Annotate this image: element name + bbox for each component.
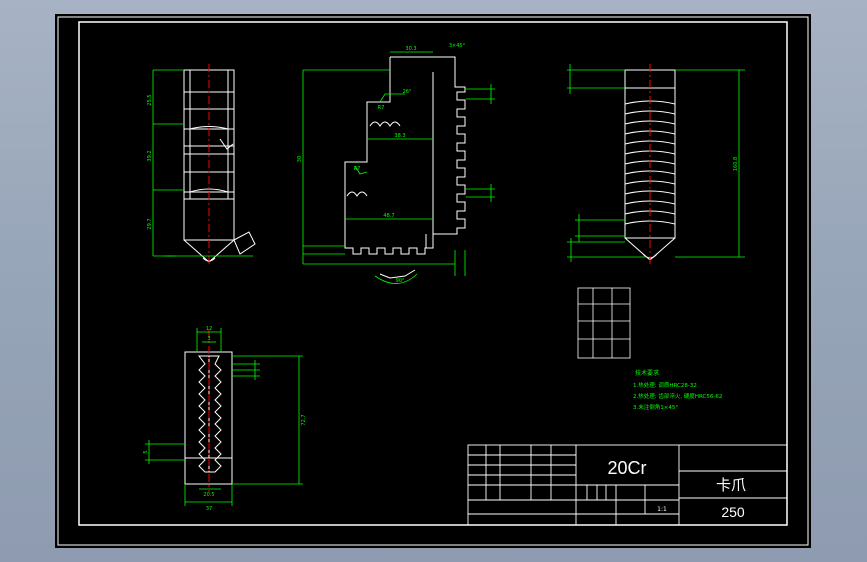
outer-border bbox=[57, 16, 809, 546]
dim-label: R7 bbox=[354, 166, 361, 172]
dim-label: 20.5 bbox=[203, 492, 214, 498]
dim-label: 12 bbox=[206, 326, 212, 332]
dim-label: 30.3 bbox=[405, 46, 416, 52]
dim-label: 72.7 bbox=[301, 414, 307, 425]
technical-requirements: 技术要求 1.热处理: 调质HRC28-32 2.热处理: 齿部淬火, 硬度HR… bbox=[633, 369, 722, 411]
section-view-dimensions bbox=[302, 51, 495, 284]
tech-req-line: 3.未注倒角1×45° bbox=[633, 403, 678, 411]
dim-label: 37 bbox=[206, 506, 212, 512]
part-name-label: 卡爪 bbox=[716, 476, 746, 494]
drawing-number-label: 250 bbox=[721, 504, 745, 520]
dim-label: 5 bbox=[143, 450, 149, 453]
material-label: 20Cr bbox=[607, 458, 646, 478]
dim-label: 38.3 bbox=[394, 133, 405, 139]
dim-label: 160.8 bbox=[733, 157, 739, 171]
inner-frame bbox=[78, 21, 788, 526]
parameter-table bbox=[577, 287, 631, 359]
side-view-dimensions bbox=[567, 64, 745, 262]
dim-label: 48.7 bbox=[383, 213, 394, 219]
dim-label: 29.7 bbox=[147, 218, 153, 229]
dim-label: R7 bbox=[378, 105, 385, 111]
dim-label: 90° bbox=[396, 278, 405, 284]
tech-req-line: 1.热处理: 调质HRC28-32 bbox=[633, 381, 697, 389]
dim-label: 39.2 bbox=[147, 150, 153, 161]
dim-label: 3×45° bbox=[449, 43, 466, 49]
front-view-dimensions bbox=[152, 69, 253, 257]
dim-label: 26° bbox=[403, 89, 412, 95]
title-block bbox=[467, 444, 788, 526]
dim-label: 25.5 bbox=[147, 94, 153, 105]
side-view bbox=[624, 69, 676, 261]
tech-req-line: 2.热处理: 齿部淬火, 硬度HRC56-62 bbox=[633, 392, 722, 400]
front-view bbox=[183, 69, 256, 263]
cad-drawing: 25.5 39.2 29.7 30.3 3×45° 26° R7 38 bbox=[57, 16, 809, 546]
tech-req-heading: 技术要求 bbox=[635, 369, 659, 377]
bottom-view-dimensions bbox=[145, 328, 303, 506]
dim-label: 30 bbox=[297, 156, 303, 162]
drawing-sheet: 25.5 39.2 29.7 30.3 3×45° 26° R7 38 bbox=[55, 14, 811, 548]
section-view bbox=[344, 56, 466, 279]
scale-label: 1:1 bbox=[657, 506, 667, 513]
dim-label: 3 bbox=[207, 336, 210, 342]
